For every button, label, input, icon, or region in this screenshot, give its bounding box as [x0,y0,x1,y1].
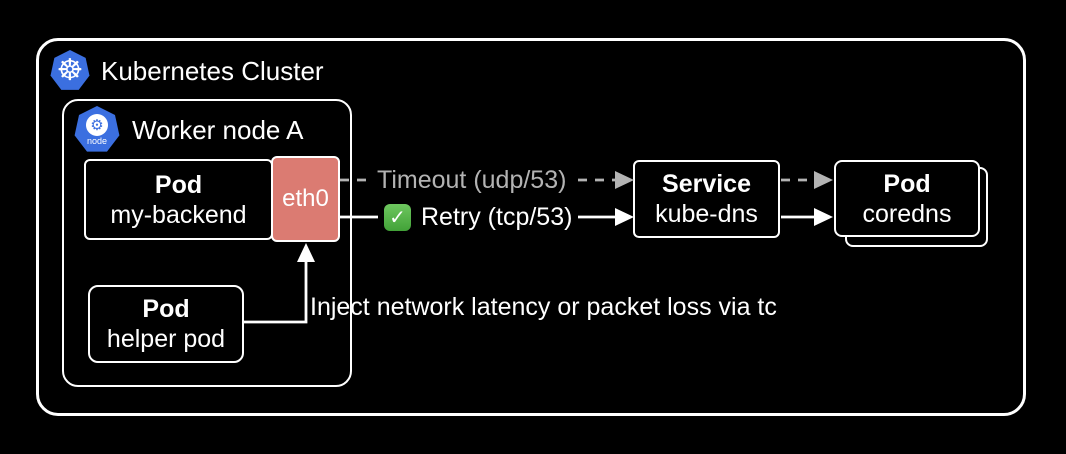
retry-edge-text: Retry (tcp/53) [421,203,573,231]
pod-my-backend: Pod my-backend [84,159,273,240]
pod-kind-label: Pod [154,170,203,199]
eth0-label: eth0 [282,185,329,212]
node-icon-hub: ⚙ [86,114,108,136]
service-kube-dns: Service kube-dns [633,160,780,238]
worker-node-header: ⚙ node Worker node A [74,106,304,154]
pod-name-label: my-backend [110,200,247,229]
worker-node-title: Worker node A [132,114,304,145]
pod-kind-label: Pod [142,295,190,323]
timeout-edge-label: Timeout (udp/53) [372,165,572,196]
kubernetes-cluster-header: ☸ Kubernetes Cluster [50,50,324,92]
pod-name-label: coredns [862,199,952,228]
eth0-interface: eth0 [271,156,340,242]
pod-name-label: helper pod [106,325,226,353]
check-emoji-icon: ✓ [384,204,411,231]
pod-coredns: Pod coredns [834,160,980,237]
pod-helper: Pod helper pod [88,285,244,363]
check-glyph: ✓ [389,206,406,229]
node-icon-label: node [86,136,108,146]
kubernetes-cluster-boundary [36,38,1026,416]
cluster-title: Kubernetes Cluster [101,55,324,86]
service-name-label: kube-dns [655,200,758,228]
node-icon: ⚙ node [74,106,120,152]
pod-kind-label: Pod [883,169,931,198]
retry-edge-label: ✓ Retry (tcp/53) [378,201,579,234]
kubernetes-icon: ☸ [50,50,90,90]
kubernetes-wheel-glyph: ☸ [56,53,84,88]
gear-icon: ⚙ [90,115,104,134]
service-kind-label: Service [662,170,751,198]
inject-edge-label: Inject network latency or packet loss vi… [310,293,777,321]
worker-node-boundary [62,99,352,387]
